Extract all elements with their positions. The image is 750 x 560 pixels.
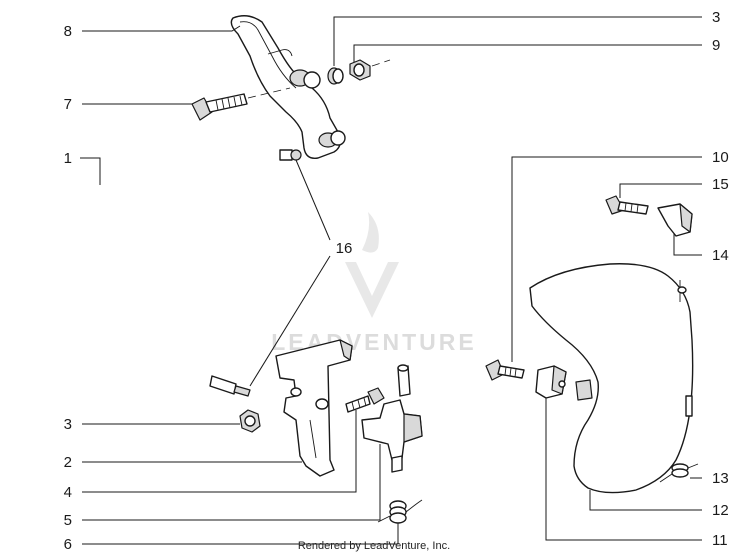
leader-1 <box>80 157 101 185</box>
part-12-cover <box>529 263 694 494</box>
part-14-clip <box>657 203 693 237</box>
part-9-nut <box>349 59 371 81</box>
leader-16-lower <box>249 255 331 387</box>
part-7-bolt <box>191 93 248 121</box>
callout-4: 4 <box>64 484 72 501</box>
callout-16: 16 <box>336 240 353 257</box>
callout-1: 1 <box>64 150 72 167</box>
leader-4 <box>82 410 357 493</box>
callout-14: 14 <box>712 247 729 264</box>
part-13-spring <box>659 463 699 483</box>
part-5-throttle-block <box>361 364 423 473</box>
part-15-bolt <box>605 195 649 215</box>
callout-13: 13 <box>712 470 729 487</box>
leadventure-logo-icon <box>345 212 399 318</box>
callout-11: 11 <box>712 532 728 549</box>
leadventure-watermark: LEADVENTURE <box>271 212 474 355</box>
callout-8: 8 <box>64 23 72 40</box>
callout-5: 5 <box>64 512 72 529</box>
part-3-nut-bottom <box>239 409 261 433</box>
render-credit: Rendered by LeadVenture, Inc. <box>298 540 450 552</box>
leader-16-upper <box>295 159 331 241</box>
part-10-screw <box>485 359 525 381</box>
callout-2: 2 <box>64 454 72 471</box>
callout-15: 15 <box>712 176 729 193</box>
leader-6 <box>82 523 399 545</box>
callout-6: 6 <box>64 536 72 553</box>
callout-12: 12 <box>712 502 729 519</box>
part-3-spacer-top <box>327 67 344 85</box>
part-8-lever-bracket <box>230 15 346 159</box>
part-4-screw <box>345 387 385 413</box>
callout-7: 7 <box>64 96 72 113</box>
axis-line-7 <box>247 87 291 99</box>
part-11-clip <box>535 365 567 399</box>
leader-10 <box>511 156 702 362</box>
part-6-spring <box>377 499 423 524</box>
leader-5 <box>82 444 381 521</box>
leader-8 <box>82 25 241 32</box>
leader-11 <box>545 398 702 541</box>
callout-3-bottom: 3 <box>64 416 72 433</box>
axis-line-9 <box>371 59 391 67</box>
leader-9 <box>353 44 702 62</box>
leader-3-top <box>333 16 702 66</box>
leader-14 <box>673 234 702 256</box>
leader-lines <box>80 16 702 545</box>
callout-labels: 8 7 1 16 3 2 4 5 6 3 9 10 15 14 13 12 11 <box>64 9 729 553</box>
callout-10: 10 <box>712 149 729 166</box>
callout-9: 9 <box>712 37 720 54</box>
callout-3-top: 3 <box>712 9 720 26</box>
leader-12 <box>589 490 702 511</box>
part-1-cable <box>18 149 302 397</box>
leader-15 <box>619 183 702 198</box>
part-2-plate <box>275 339 353 477</box>
